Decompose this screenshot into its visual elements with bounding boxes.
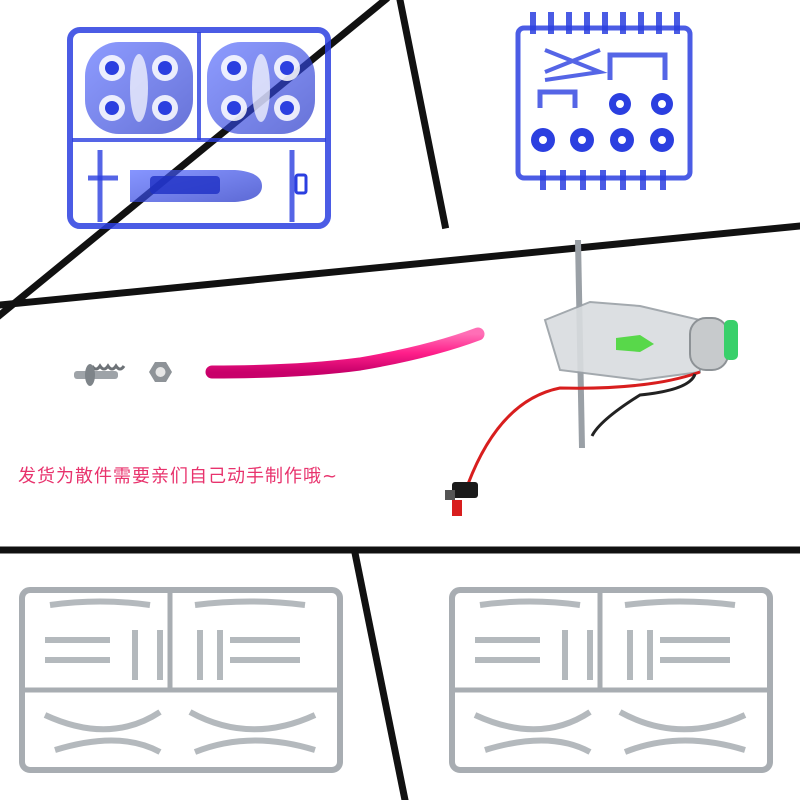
sprue-frame [449, 587, 773, 773]
housing-half-left [85, 42, 193, 134]
red-wire [466, 370, 701, 485]
screw-with-spring [74, 363, 126, 386]
axle-pegs-bottom [540, 170, 666, 190]
axle-pegs-top [530, 12, 680, 34]
motor-gearbox [466, 239, 738, 485]
link-loop [607, 52, 668, 80]
link-cross [544, 48, 608, 82]
leg-links-right [473, 598, 747, 755]
slide-switch [445, 482, 478, 516]
leg-links-left [43, 598, 317, 755]
black-wire [590, 373, 697, 437]
housing-half-right [207, 42, 315, 134]
blue-gear-sprue-panel [515, 12, 693, 190]
clear-leg-sprue-right-panel [449, 587, 773, 773]
sprue-frame [19, 587, 343, 773]
clear-leg-sprue-left-panel [19, 587, 343, 773]
gears [531, 93, 674, 152]
blue-gearbox-sprue-panel [67, 27, 331, 229]
motor-end-cap [724, 320, 738, 360]
hex-nut [149, 362, 172, 382]
assembly-parts-panel [74, 239, 738, 516]
hull-part [130, 170, 262, 202]
pink-silicone-tube [205, 327, 485, 379]
sprue-frame [67, 27, 331, 229]
assembly-notice-caption: 发货为散件需要亲们自己动手制作哦~ [18, 466, 339, 487]
